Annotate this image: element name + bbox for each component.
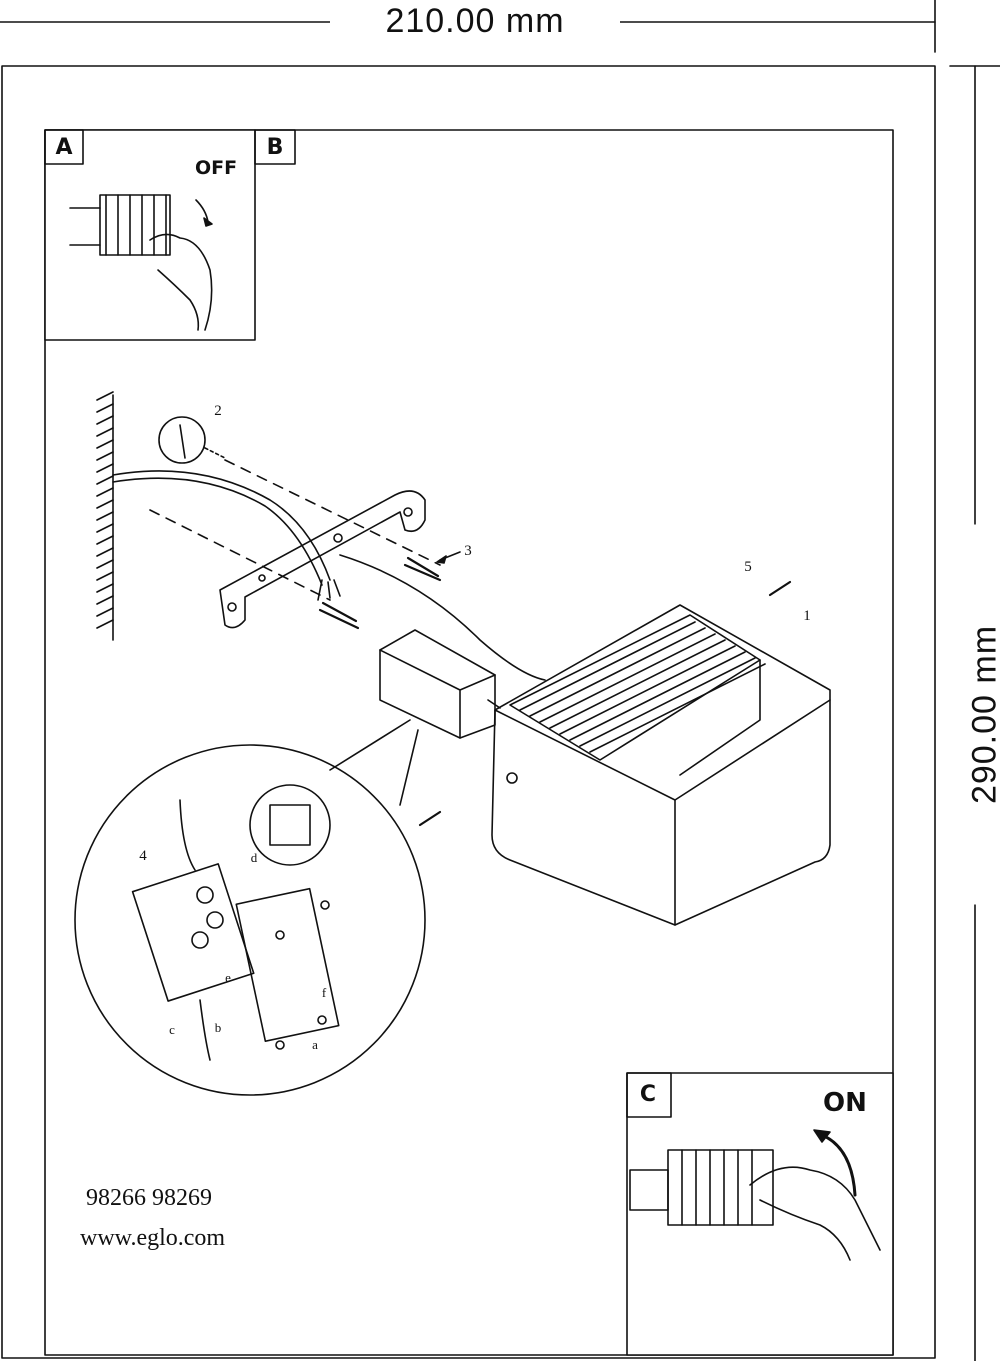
step-3-marker: 3 bbox=[464, 543, 472, 559]
switch-off-label: OFF bbox=[195, 157, 238, 179]
terminal-detail bbox=[74, 719, 426, 1096]
width-dimension-label: 210.00 mm bbox=[330, 2, 620, 41]
sublabel-e: e bbox=[225, 970, 231, 985]
driver-box bbox=[379, 629, 501, 739]
step-1-marker: 1 bbox=[803, 608, 811, 624]
panel-c-box bbox=[626, 1072, 894, 1356]
mains-cable bbox=[112, 470, 331, 581]
panel-b-letter-box bbox=[254, 129, 296, 165]
breaker-off-illustration bbox=[69, 194, 213, 331]
model-numbers: 98266 98269 bbox=[86, 1185, 212, 1211]
screws bbox=[318, 551, 461, 630]
panel-c-letter-box bbox=[626, 1072, 672, 1118]
drill-detail-circle bbox=[158, 416, 206, 464]
wall-lamp bbox=[491, 604, 831, 926]
step-5-marker: 5 bbox=[744, 559, 752, 575]
sublabel-f: f bbox=[321, 985, 327, 1000]
sublabel-a: a bbox=[312, 1037, 318, 1052]
panel-b-frame bbox=[44, 129, 894, 1356]
panel-a-box bbox=[44, 129, 256, 341]
switch-on-label: ON bbox=[823, 1088, 867, 1118]
step-4-marker: 4 bbox=[139, 848, 147, 864]
panel-a-letter-box bbox=[44, 129, 84, 165]
panel-c-letter: C bbox=[639, 1082, 657, 1107]
page-border bbox=[1, 65, 936, 1359]
wall bbox=[96, 391, 114, 641]
step-2-marker: 2 bbox=[214, 403, 222, 419]
panel-b-letter: B bbox=[266, 135, 284, 160]
sublabel-c: c bbox=[169, 1022, 175, 1037]
height-dimension-label: 290.00 mm bbox=[965, 524, 1000, 905]
panel-a-letter: A bbox=[55, 135, 73, 160]
mounting-bracket bbox=[219, 490, 426, 629]
sublabel-b: b bbox=[214, 1020, 222, 1035]
breaker-on-illustration bbox=[629, 1129, 881, 1261]
website-link[interactable]: www.eglo.com bbox=[80, 1225, 226, 1251]
sublabel-d: d bbox=[250, 850, 258, 865]
